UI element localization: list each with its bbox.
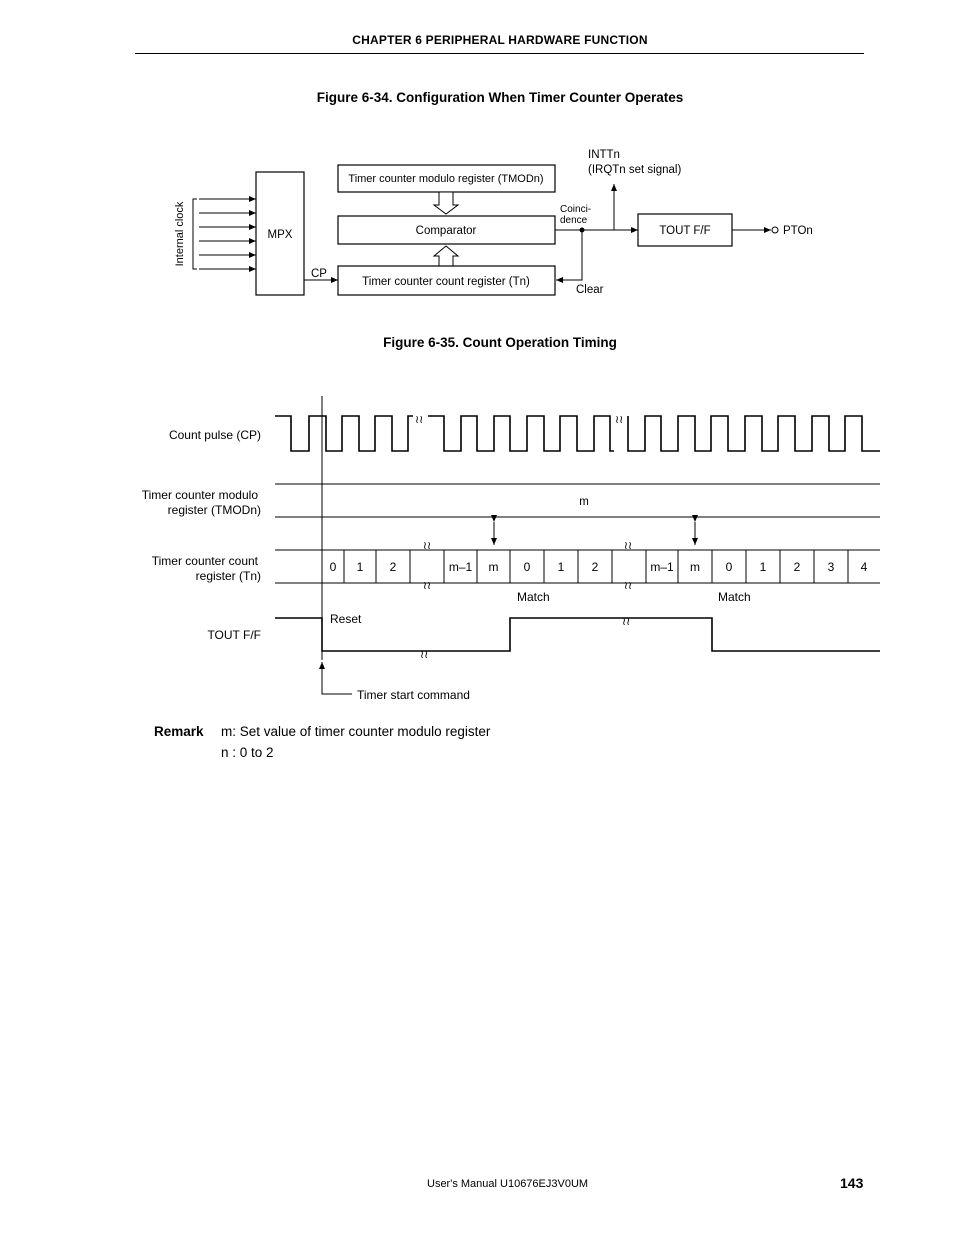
page-number: 143: [840, 1175, 864, 1191]
mpx-label: MPX: [268, 229, 293, 241]
tout-break-2: ≀≀: [622, 616, 630, 628]
match-label-2: Match: [718, 590, 751, 604]
modulo-label-2: register (TMODn): [168, 503, 261, 517]
pulse-break-1: ≀≀: [415, 414, 423, 426]
footer-manual: User's Manual U10676EJ3V0UM: [427, 1178, 589, 1190]
comparator-label: Comparator: [416, 225, 477, 237]
count-value: m–1: [650, 560, 674, 574]
clear-label: Clear: [576, 284, 604, 296]
pto-terminal: [771, 226, 779, 234]
modulo-register-box: [337, 164, 556, 193]
tout-ff-box: [637, 213, 733, 247]
count-value: 4: [861, 560, 868, 574]
down-hollow-arrow: [432, 191, 460, 215]
count-value: 2: [390, 560, 397, 574]
clear-feedback-line: [556, 230, 583, 283]
break-mark: ≀≀: [624, 540, 632, 552]
count-value: 1: [357, 560, 364, 574]
count-value: 2: [592, 560, 599, 574]
coincidence-label-2: dence: [560, 215, 588, 226]
tout-waveform: [275, 617, 880, 652]
tout-label: TOUT F/F: [207, 628, 261, 642]
figure-35-title: Figure 6-35. Count Operation Timing: [383, 335, 617, 350]
pto-label: PTOn: [783, 225, 813, 237]
remark-label: Remark: [154, 724, 204, 739]
chapter-header: CHAPTER 6 PERIPHERAL HARDWARE FUNCTION: [352, 33, 648, 47]
count-value: 0: [726, 560, 733, 574]
break-mark: ≀≀: [624, 580, 632, 592]
count-value: 1: [760, 560, 767, 574]
clock-inputs: [199, 196, 256, 272]
count-register-cells: 0 1 2 m–1 m 0 1 2 m–1 m 0 1 2 3 4 ≀≀ ≀≀ ≀≀ ≀≀: [330, 540, 868, 592]
intt-label-1: INTTn: [588, 149, 620, 161]
modulo-value: m: [579, 496, 589, 508]
count-register-label: Timer counter count register (Tn): [362, 276, 530, 288]
count-value: m: [489, 560, 499, 574]
internal-clock-label: Internal clock: [174, 201, 186, 266]
pulse-break-2: ≀≀: [615, 414, 623, 426]
timer-start-label: Timer start command: [357, 688, 470, 702]
count-value: 2: [794, 560, 801, 574]
count-value: m–1: [449, 560, 473, 574]
count-pulse-waveform-2: [428, 415, 614, 452]
count-reg-label-1: Timer counter count: [152, 554, 259, 568]
header-rule: [135, 53, 864, 54]
modulo-register-label: Timer counter modulo register (TMODn): [348, 173, 543, 185]
remark-line-1: m: Set value of timer counter modulo reg…: [221, 724, 491, 739]
reset-label: Reset: [330, 612, 362, 626]
count-register-box: [337, 265, 556, 296]
timer-start-arrow: [319, 662, 352, 695]
cp-label: CP: [311, 268, 327, 280]
remark-line-2: n : 0 to 2: [221, 745, 274, 760]
up-hollow-arrow: [432, 245, 460, 267]
count-value: 0: [524, 560, 531, 574]
figure-34-title: Figure 6-34. Configuration When Timer Co…: [316, 90, 684, 105]
tout-ff-label: TOUT F/F: [659, 225, 710, 237]
timing-diagram: ≀≀ ≀≀ m 0 1 2 m–1 m 0 1 2 m–1 m 0 1 2 3 4 ≀≀ ≀≀ ≀≀ ≀≀ ≀≀ ≀…: [275, 396, 880, 695]
count-pulse-waveform-3: [627, 415, 880, 452]
break-mark: ≀≀: [423, 540, 431, 552]
mpx-box: [255, 171, 305, 296]
count-pulse-label: Count pulse (CP): [169, 428, 261, 442]
count-value: 0: [330, 560, 337, 574]
match-label-1: Match: [517, 590, 550, 604]
break-mark: ≀≀: [423, 580, 431, 592]
count-value: 3: [828, 560, 835, 574]
count-pulse-waveform: [275, 415, 413, 452]
clock-bracket: [192, 198, 197, 270]
tout-break-1: ≀≀: [420, 649, 428, 661]
count-value: 1: [558, 560, 565, 574]
modulo-label-1: Timer counter modulo: [142, 488, 259, 502]
count-reg-label-2: register (Tn): [196, 569, 261, 583]
count-value: m: [690, 560, 700, 574]
coincidence-label-1: Coinci-: [560, 204, 591, 215]
intt-label-2: (IRQTn set signal): [588, 164, 681, 176]
